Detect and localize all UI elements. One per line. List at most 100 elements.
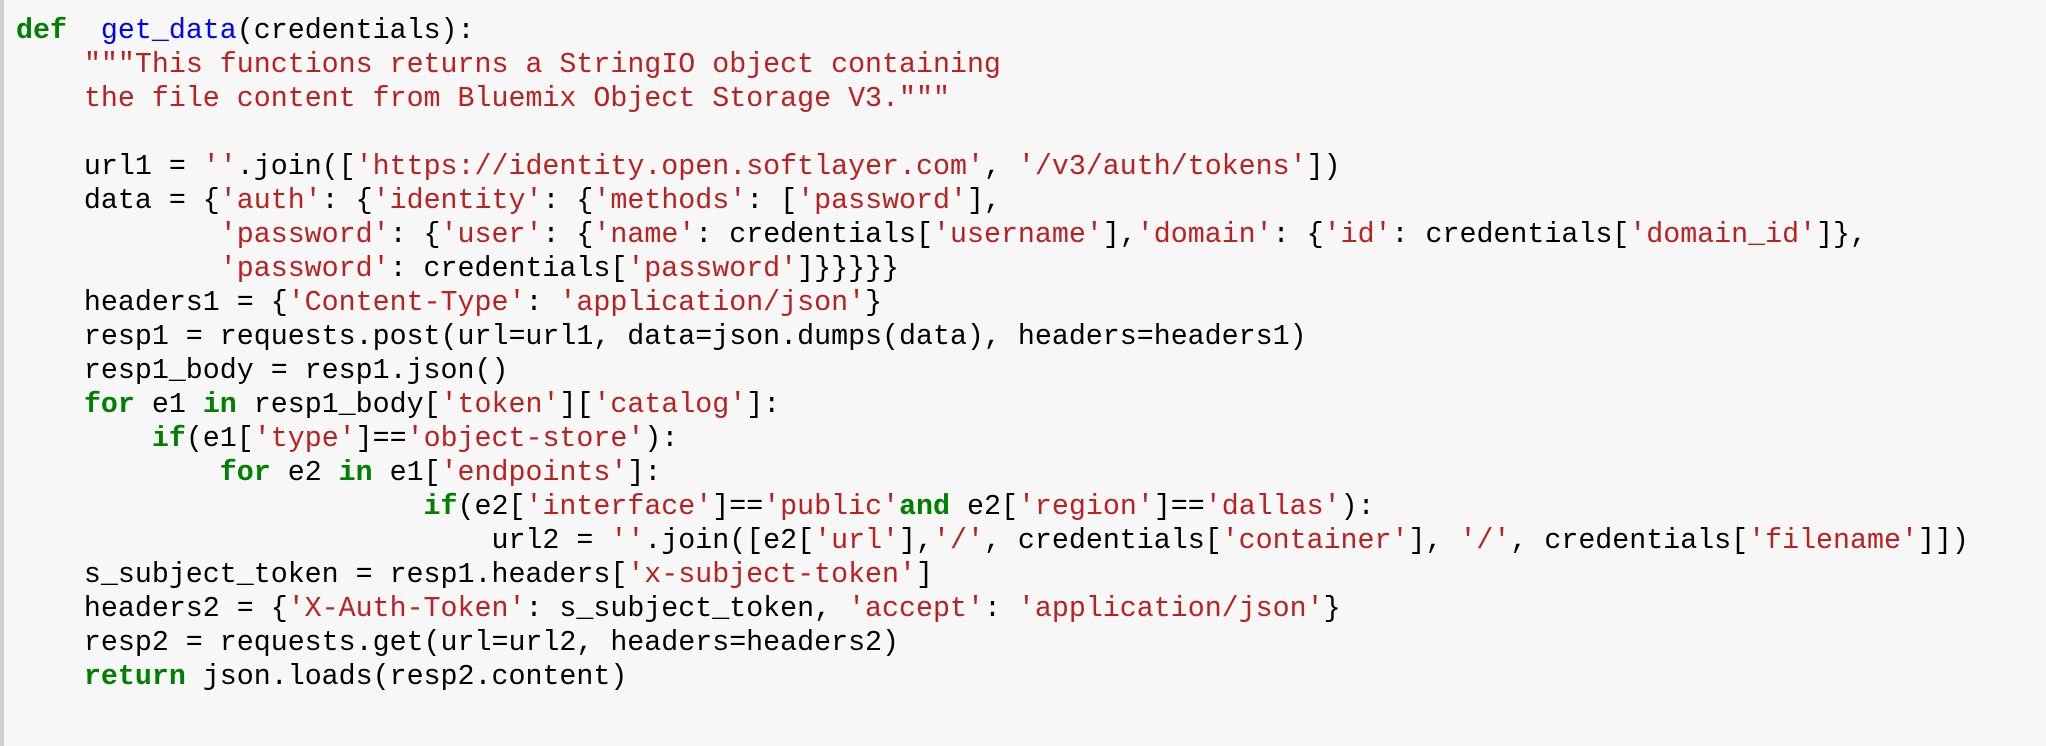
code-token: : [525, 287, 560, 319]
string-token: 'user' [440, 219, 543, 251]
code-token: resp1 = requests.post(url=url1, data=jso… [16, 321, 1307, 353]
code-token: , credentials[ [983, 525, 1222, 557]
string-token: 'object-store' [406, 423, 645, 455]
code-token: resp1_body[ [236, 389, 441, 421]
code-line: if(e1['type']=='object-store'): [16, 422, 1969, 456]
code-line: def get_data(credentials): [16, 14, 1969, 48]
keyword-token: in [338, 457, 373, 489]
code-line: 'password': {'user': {'name': credential… [16, 218, 1969, 252]
code-token: s_subject_token = resp1.headers[ [16, 559, 628, 591]
string-token: 'interface' [525, 491, 713, 523]
code-token: : [ [746, 185, 798, 217]
string-token: 'dallas' [1204, 491, 1341, 523]
code-token: ], [899, 525, 933, 557]
code-token [67, 15, 101, 47]
code-token: ]) [1306, 151, 1341, 183]
code-token: ], [1102, 219, 1137, 251]
string-token: 'type' [253, 423, 356, 455]
code-token: ]: [627, 457, 662, 489]
keyword-token: if [151, 423, 186, 455]
keyword-token: in [202, 389, 237, 421]
code-line: url2 = ''.join([e2['url'],'/', credentia… [16, 524, 1968, 558]
code-token: ]: [746, 389, 781, 421]
code-token: e2 [270, 457, 339, 489]
string-token: 'X-Auth-Token' [287, 593, 526, 625]
code-token: : credentials[ [1391, 219, 1630, 251]
code-line: resp1 = requests.post(url=url1, data=jso… [16, 320, 1969, 354]
function-name-token: get_data [100, 15, 237, 47]
code-line: resp2 = requests.get(url=url2, headers=h… [16, 626, 1969, 660]
code-token: e2[ [950, 491, 1018, 523]
keyword-token: for [219, 457, 271, 489]
string-token: 'id' [1323, 219, 1392, 251]
code-line: for e1 in resp1_body['token']['catalog']… [16, 388, 1969, 422]
code-token: , [983, 151, 1018, 183]
string-token: 'name' [593, 219, 696, 251]
code-token: ]== [712, 491, 764, 523]
code-line: data = {'auth': {'identity': {'methods':… [16, 184, 1969, 218]
string-token: '/' [933, 525, 984, 557]
code-token: (credentials): [236, 15, 475, 47]
code-token [16, 389, 84, 421]
string-token: '' [610, 525, 645, 557]
keyword-token: for [83, 389, 135, 421]
keyword-token: return [83, 661, 186, 693]
code-token: ] [916, 559, 933, 591]
code-token: ): [1340, 491, 1375, 523]
code-token: url2 = [16, 525, 611, 557]
code-token: resp2 = requests.get(url=url2, headers=h… [16, 627, 900, 659]
string-token: 'password' [219, 253, 390, 285]
code-token: (e1[ [185, 423, 254, 455]
code-token: : [983, 593, 1018, 625]
keyword-token: and [899, 491, 951, 523]
code-token: ): [644, 423, 679, 455]
code-token: e1 [134, 389, 203, 421]
code-line: return json.loads(resp2.content) [16, 660, 1969, 694]
code-token: ]== [1153, 491, 1205, 523]
string-token: 'container' [1221, 525, 1409, 557]
code-token [16, 491, 424, 523]
keyword-token: def [16, 15, 67, 47]
code-line: 'password': credentials['password']}}}}} [16, 252, 1969, 286]
code-token: : s_subject_token, [525, 593, 849, 625]
code-line: s_subject_token = resp1.headers['x-subje… [16, 558, 1969, 592]
code-token: headers2 = { [16, 593, 288, 625]
code-token [16, 253, 220, 285]
string-token: 'auth' [219, 185, 322, 217]
string-token: 'token' [440, 389, 560, 421]
code-token: data = { [16, 185, 220, 217]
string-token: 'password' [219, 219, 390, 251]
code-token: , credentials[ [1510, 525, 1749, 557]
string-token: """This functions returns a StringIO obj… [83, 49, 1001, 81]
string-token: 'https://identity.open.softlayer.com' [355, 151, 984, 183]
string-token: 'password' [797, 185, 967, 217]
keyword-token: if [423, 491, 458, 523]
code-token: ]}, [1816, 219, 1868, 251]
string-token: 'domain' [1136, 219, 1273, 251]
string-token: '/v3/auth/tokens' [1017, 151, 1307, 183]
string-token: 'methods' [593, 185, 747, 217]
code-token: json.loads(resp2.content) [185, 661, 628, 693]
string-token: the file content from Bluemix Object Sto… [83, 83, 950, 115]
code-token: .join([e2[ [644, 525, 815, 557]
code-token [16, 661, 84, 693]
string-token: 'password' [627, 253, 798, 285]
string-token: 'application/json' [1017, 593, 1324, 625]
string-token: 'x-subject-token' [627, 559, 916, 591]
string-token: 'username' [933, 219, 1103, 251]
string-token: 'catalog' [593, 389, 747, 421]
string-token: 'endpoints' [440, 457, 628, 489]
code-token [16, 423, 152, 455]
code-token: .join([ [236, 151, 356, 183]
code-token: } [1323, 593, 1341, 625]
string-token: '' [202, 151, 237, 183]
code-token: : { [321, 185, 373, 217]
string-token: 'filename' [1748, 525, 1918, 557]
code-editor[interactable]: def get_data(credentials): """This funct… [16, 14, 1969, 694]
string-token: '/' [1459, 525, 1511, 557]
code-token [16, 457, 220, 489]
code-token: ]}}}}} [797, 253, 900, 285]
string-token: 'Content-Type' [287, 287, 526, 319]
code-token [16, 49, 84, 81]
